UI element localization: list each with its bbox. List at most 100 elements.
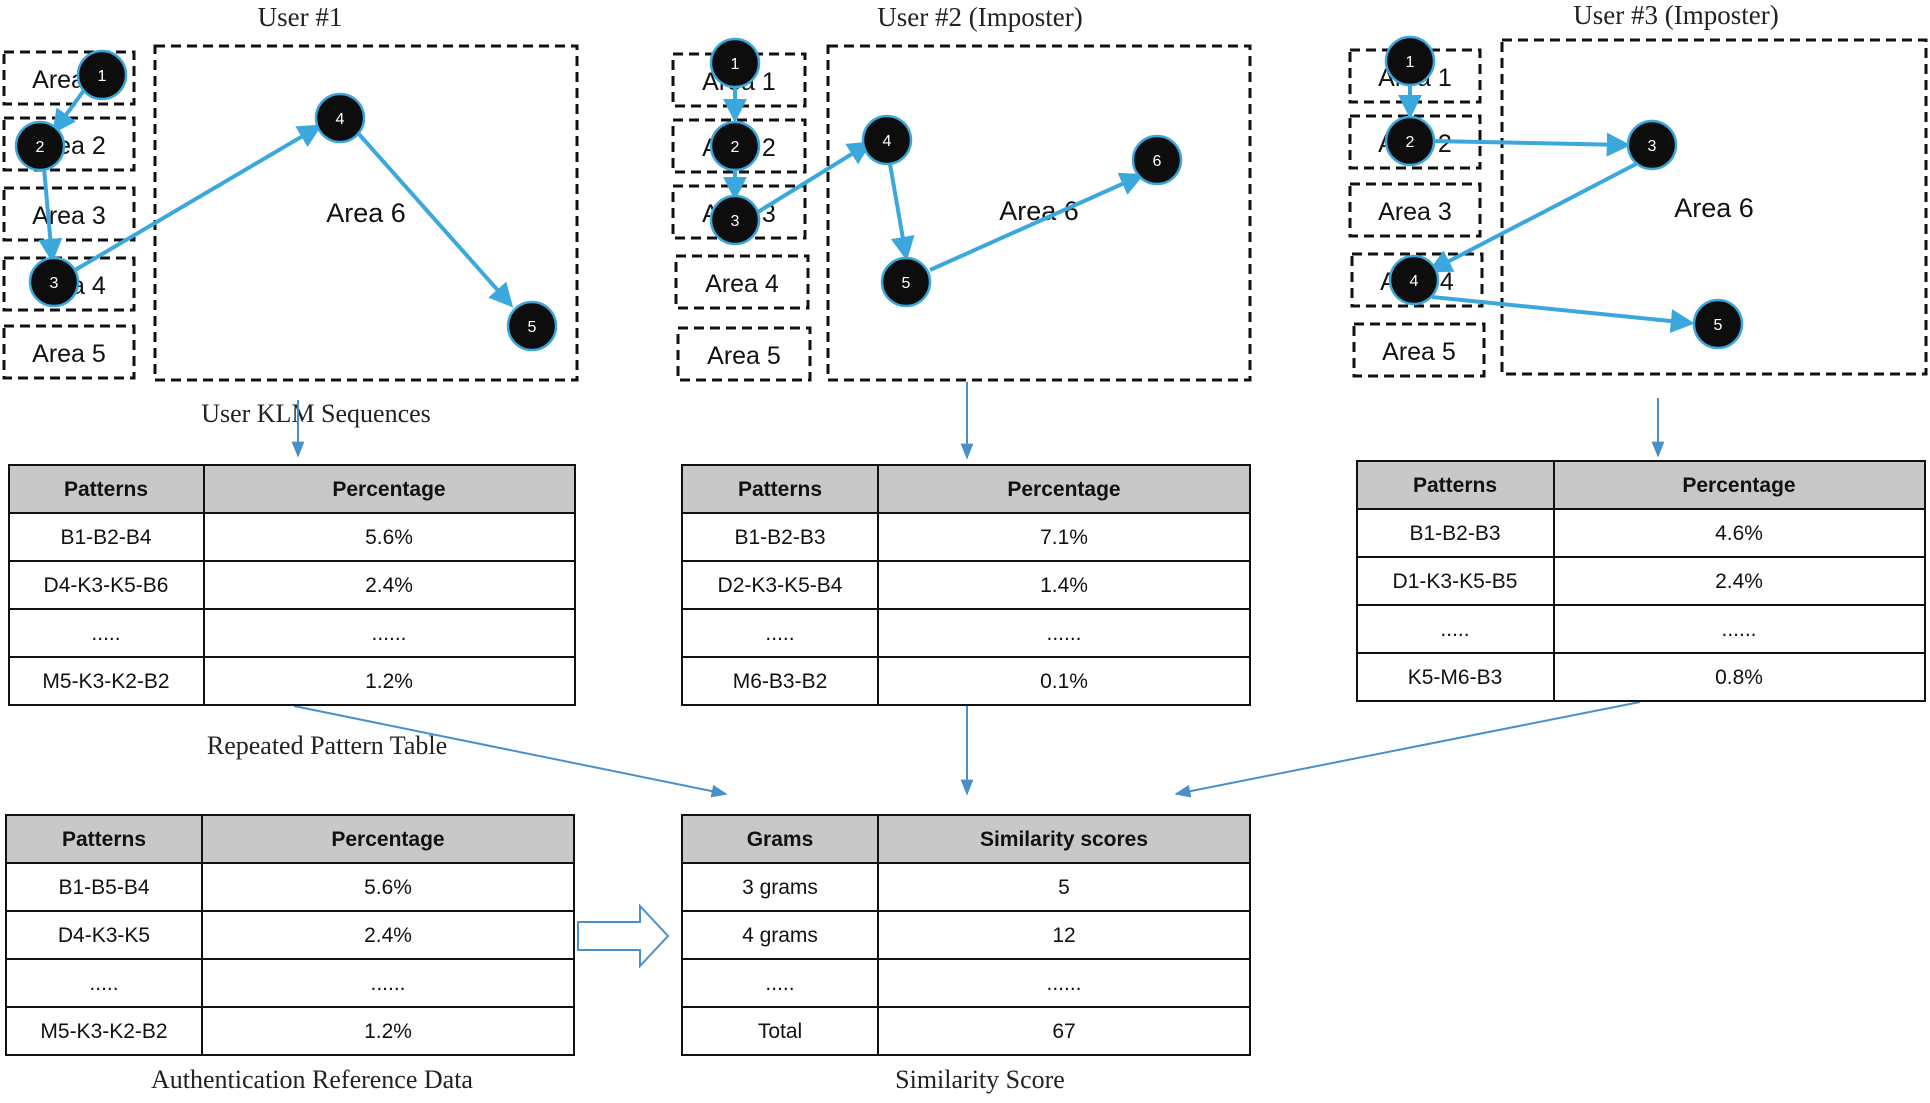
caption-auth-reference: Authentication Reference Data [151, 1065, 473, 1094]
node-number: 4 [1410, 273, 1419, 290]
table-cell: 0.8% [1715, 666, 1763, 689]
node-number: 6 [1153, 153, 1162, 170]
panel-user-2: User #2 (Imposter) Area 1 Area 2 Area 3 … [671, 2, 1252, 382]
table-cell: D1-K3-K5-B5 [1393, 570, 1518, 593]
table-cell: D4-K3-K5-B6 [44, 574, 169, 597]
path-arrow [756, 141, 873, 214]
table-cell: M5-K3-K2-B2 [40, 1020, 167, 1043]
table-border [5, 814, 575, 1056]
node-number: 4 [883, 133, 892, 150]
caption-similarity-score: Similarity Score [895, 1065, 1065, 1094]
node-number: 3 [50, 275, 59, 292]
node-number: 3 [1648, 138, 1657, 155]
area-box: Area 4 [674, 254, 810, 310]
table-cell: 5.6% [364, 876, 412, 899]
node-number: 1 [1406, 54, 1415, 71]
area-label: Area 6 [326, 198, 406, 228]
table-cell: B1-B2-B4 [60, 526, 151, 549]
table-cell: B1-B2-B3 [1409, 522, 1500, 545]
caption-repeated-pattern: Repeated Pattern Table [207, 731, 447, 760]
table-border [1356, 460, 1926, 702]
table-cell: 5.6% [365, 526, 413, 549]
table-cell: ...... [371, 622, 406, 645]
table-header: Similarity scores [980, 828, 1148, 851]
area-label: Area 6 [1674, 193, 1754, 223]
sequence-node: 2 [709, 120, 761, 172]
area-label: Area 5 [1382, 338, 1456, 366]
table-user-3: Patterns Percentage B1-B2-B3 4.6% D1-K3-… [1356, 460, 1926, 702]
table-cell: ..... [89, 972, 118, 995]
table-cell: 5 [1058, 876, 1070, 899]
table-cell: 2.4% [365, 574, 413, 597]
area-6-box: Area 6 [826, 44, 1252, 382]
path-arrow [356, 131, 514, 308]
table-header: Percentage [331, 828, 444, 851]
sequence-node: 6 [1131, 134, 1183, 186]
panel-title: User #2 (Imposter) [877, 2, 1082, 32]
table-cell: D2-K3-K5-B4 [718, 574, 843, 597]
node-number: 5 [902, 275, 911, 292]
table-header: Patterns [1413, 474, 1497, 497]
table-cell: ...... [370, 972, 405, 995]
sequence-node: 2 [14, 120, 66, 172]
table-cell: 1.4% [1040, 574, 1088, 597]
table-cell: ..... [765, 972, 794, 995]
node-number: 1 [98, 68, 107, 85]
sequence-node: 2 [1384, 115, 1436, 167]
area-box: Area 3 [2, 186, 136, 242]
node-number: 5 [528, 319, 537, 336]
area-box: Area 5 [676, 326, 812, 382]
area-6-box: Area 6 [1500, 38, 1928, 376]
table-cell: ..... [91, 622, 120, 645]
table-cell: 2.4% [1715, 570, 1763, 593]
table-cell: ..... [765, 622, 794, 645]
area-label: Area 5 [707, 342, 781, 370]
table-cell: B1-B2-B3 [734, 526, 825, 549]
table-cell: 7.1% [1040, 526, 1088, 549]
area-label: Area 4 [705, 270, 779, 298]
table-header-fill [6, 815, 574, 863]
table-cell: 3 grams [742, 876, 818, 899]
panel-title: User #3 (Imposter) [1573, 0, 1778, 30]
table-header: Percentage [332, 478, 445, 501]
path-arrow [1427, 162, 1637, 273]
node-number: 5 [1714, 317, 1723, 334]
connectors [291, 382, 1665, 969]
sequence-node: 1 [709, 37, 761, 89]
table-cell: 4 grams [742, 924, 818, 947]
table-cell: 1.2% [365, 670, 413, 693]
sequence-node: 4 [314, 92, 366, 144]
table-cell: K5-M6-B3 [1408, 666, 1503, 689]
path-arrow [38, 167, 63, 263]
table-cell: 12 [1052, 924, 1075, 947]
sequence-node: 1 [1384, 35, 1436, 87]
node-number: 2 [1406, 134, 1415, 151]
table-cell: 4.6% [1715, 522, 1763, 545]
panel-title: User #1 [258, 2, 343, 32]
table-header: Patterns [738, 478, 822, 501]
node-number: 2 [36, 139, 45, 156]
sequence-node: 3 [1626, 119, 1678, 171]
table-cell: 1.2% [364, 1020, 412, 1043]
panel-user-1: User #1 Area 1 Area 2 Area 3 Area 4 Area… [2, 2, 579, 382]
area-6-box: Area 6 [153, 44, 579, 382]
table-cell: ..... [1440, 618, 1469, 641]
table-cell: ...... [1721, 618, 1756, 641]
sequence-node: 4 [1388, 254, 1440, 306]
table-border [681, 814, 1251, 1056]
node-number: 1 [731, 56, 740, 73]
hollow-arrow [577, 903, 670, 969]
path-arrow [1431, 132, 1631, 157]
table-user-1: Patterns Percentage B1-B2-B4 5.6% D4-K3-… [8, 464, 576, 706]
path-arrow [929, 172, 1145, 272]
table-cell: D4-K3-K5 [58, 924, 150, 947]
node-number: 3 [731, 213, 740, 230]
connector-arrow [293, 705, 728, 798]
sequence-node: 5 [880, 256, 932, 308]
area-box: Area 5 [2, 324, 136, 380]
table-auth-reference: Patterns Percentage B1-B5-B4 5.6% D4-K3-… [5, 814, 575, 1056]
path-arrow [1431, 295, 1695, 334]
sequence-node: 3 [709, 194, 761, 246]
sequence-node: 1 [76, 49, 128, 101]
